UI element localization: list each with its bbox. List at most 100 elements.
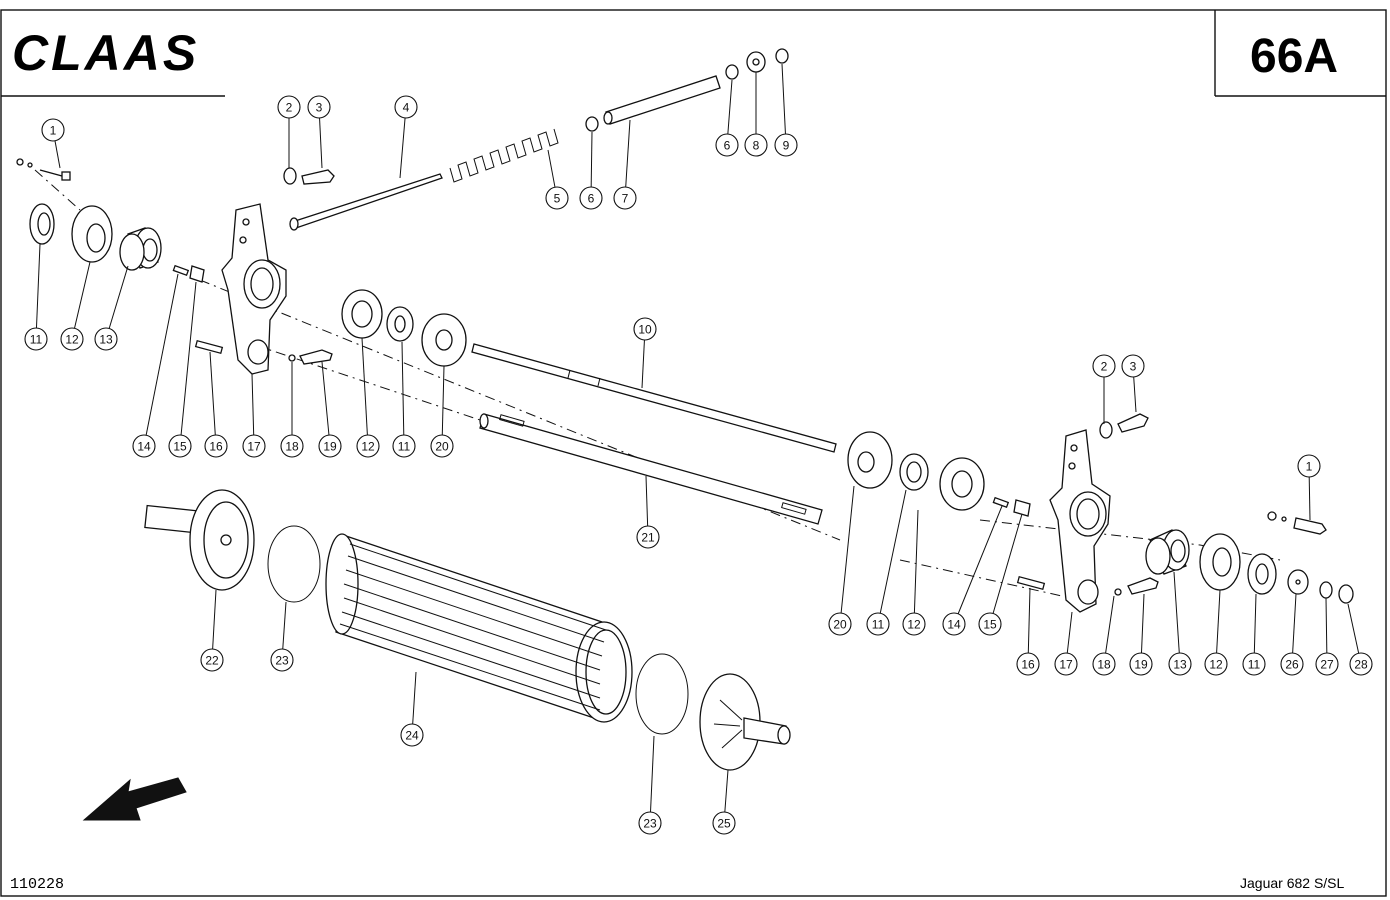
callout-circle [1297, 454, 1321, 478]
callout-label: 10 [638, 323, 652, 337]
nut-28 [1338, 584, 1354, 604]
drive-shaft-10 [471, 343, 837, 453]
callout-26: 26 [1280, 652, 1304, 676]
callout-18: 18 [1092, 652, 1116, 676]
callout-circle [24, 327, 48, 351]
callout-12: 12 [1204, 652, 1228, 676]
sleeve-7 [603, 75, 721, 125]
right-key-16 [1016, 575, 1046, 591]
callout-leader-7 [624, 119, 631, 199]
callout-label: 12 [1209, 658, 1223, 672]
left-ring-11b [386, 306, 414, 342]
callout-label: 1 [1306, 460, 1313, 474]
callout-leader-14 [953, 505, 1003, 625]
callout-label: 27 [1320, 658, 1334, 672]
callout-label: 13 [1173, 658, 1187, 672]
callout-leader-22 [211, 589, 217, 661]
callout-17: 17 [1054, 652, 1078, 676]
callout-leader-11 [877, 489, 907, 625]
callout-circle [866, 612, 890, 636]
washer-26 [1287, 569, 1309, 595]
callout-label: 19 [1134, 658, 1148, 672]
roller-end-cap-22 [144, 489, 255, 591]
callout-circle [394, 95, 418, 119]
callout-label: 6 [724, 139, 731, 153]
callout-circle [1129, 652, 1153, 676]
o-ring-23-right [635, 653, 689, 735]
page-frame [0, 9, 1387, 897]
callout-11: 11 [24, 327, 48, 351]
callout-label: 2 [286, 101, 293, 115]
callout-11: 11 [392, 434, 416, 458]
callout-3: 3 [1121, 354, 1145, 378]
callout-21: 21 [636, 525, 660, 549]
callout-12: 12 [356, 434, 380, 458]
callout-label: 5 [554, 192, 561, 206]
right-bearing-flange-12b [1199, 533, 1241, 591]
callout-label: 7 [622, 192, 629, 206]
callout-circle [242, 434, 266, 458]
left-bearing-13 [119, 227, 162, 271]
callout-circle [828, 612, 852, 636]
callout-label: 15 [983, 618, 997, 632]
callout-leader-13 [105, 265, 129, 340]
right-flange-plate-20 [847, 431, 893, 489]
callout-label: 23 [643, 817, 657, 831]
right-bolt-2-3 [1099, 413, 1149, 439]
callout-circle [204, 434, 228, 458]
callout-7: 7 [613, 186, 637, 210]
callout-16: 16 [204, 434, 228, 458]
callout-label: 23 [275, 654, 289, 668]
callout-circle [318, 434, 342, 458]
callout-leader-9 [781, 63, 787, 146]
callout-20: 20 [430, 434, 454, 458]
callout-label: 11 [398, 440, 411, 454]
ring-27 [1319, 581, 1333, 599]
callout-leader-16 [1027, 587, 1031, 665]
callout-label: 14 [947, 618, 961, 632]
callout-circle [715, 133, 739, 157]
assembly-axis-lower [254, 344, 1281, 561]
callout-circle [94, 327, 118, 351]
nut-9 [775, 48, 789, 64]
callout-label: 24 [405, 729, 419, 743]
right-lever-arm-17 [1049, 429, 1111, 613]
right-bearing-13 [1145, 529, 1190, 575]
callout-circle [712, 811, 736, 835]
callout-15: 15 [978, 612, 1002, 636]
callout-label: 28 [1354, 658, 1368, 672]
callout-leader-20 [839, 485, 855, 625]
compression-spring-5 [449, 128, 559, 183]
callout-circle [545, 186, 569, 210]
callout-1: 1 [41, 118, 65, 142]
callout-label: 16 [209, 440, 223, 454]
spacer-6b [725, 64, 739, 80]
callout-circle [1315, 652, 1339, 676]
callout-leader-12 [361, 337, 369, 447]
callout-circle [392, 434, 416, 458]
callout-label: 6 [588, 192, 595, 206]
direction-arrow-icon [82, 777, 187, 821]
callout-circle [613, 186, 637, 210]
callout-label: 9 [783, 139, 790, 153]
callout-label: 12 [361, 440, 375, 454]
callout-circle [633, 317, 657, 341]
brand-logo: CLAAS [12, 25, 199, 81]
callout-23: 23 [270, 648, 294, 672]
tension-rod-4 [289, 173, 443, 231]
callout-label: 4 [403, 101, 410, 115]
callout-circle [1204, 652, 1228, 676]
callout-circle [280, 434, 304, 458]
callout-leader-20 [441, 365, 445, 447]
fluted-roller-24 [325, 533, 633, 723]
callout-25: 25 [712, 811, 736, 835]
callout-leader-14 [143, 273, 179, 447]
callout-12: 12 [60, 327, 84, 351]
callout-leader-13 [1173, 571, 1181, 665]
callout-label: 15 [173, 440, 187, 454]
callout-circle [277, 95, 301, 119]
left-lever-arm-17 [221, 203, 287, 375]
callout-leader-17 [251, 373, 255, 447]
callout-label: 11 [1248, 658, 1261, 672]
